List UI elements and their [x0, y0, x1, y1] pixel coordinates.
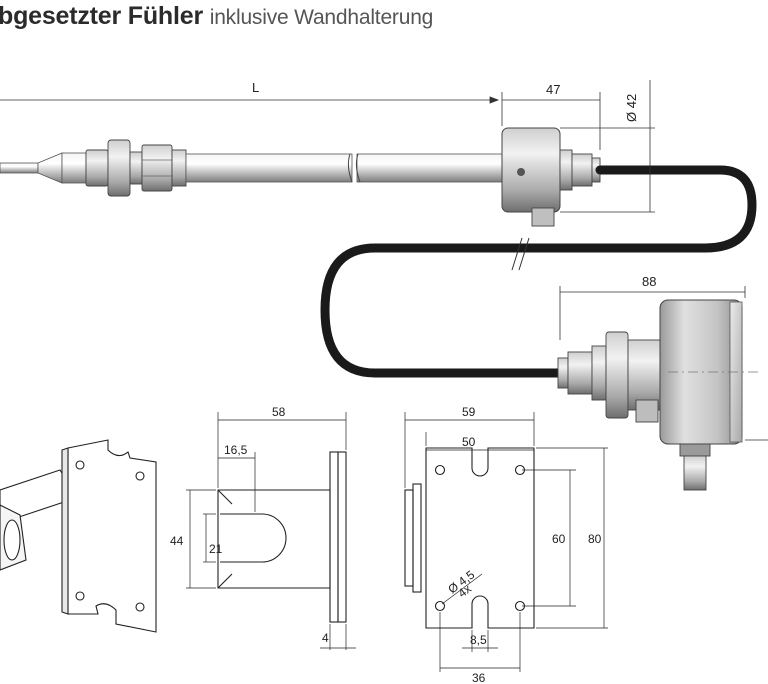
dim-bracket-thickness: 4	[322, 631, 329, 645]
bracket-isometric	[0, 439, 157, 633]
title-main: bgesetzter Fühler	[0, 2, 203, 30]
dim-transmitter-width: 88	[642, 274, 656, 289]
dim-base-width: 36	[472, 671, 486, 684]
dim-bracket-slot: 21	[209, 542, 223, 556]
bracket-front-view	[404, 412, 608, 672]
dim-bracket-offset: 16,5	[224, 443, 248, 457]
dim-length: L	[252, 80, 259, 95]
dim-slot-width: 8,5	[470, 633, 487, 647]
title-sub: inklusive Wandhalterung	[209, 6, 434, 29]
page-title: bgesetzter Fühler inklusive Wandhalterun…	[0, 2, 433, 31]
dim-bracket-height: 44	[170, 534, 184, 548]
cable	[320, 165, 757, 378]
dim-front-outer-width: 59	[462, 405, 476, 419]
dim-head-dia: Ø 42	[624, 94, 639, 122]
transmitter-housing	[557, 299, 760, 491]
dim-bracket-width: 58	[272, 405, 286, 419]
sensor-probe	[0, 127, 601, 227]
bracket-side-view	[186, 412, 356, 650]
dim-head-length: 47	[546, 82, 560, 97]
dim-hole-spacing: 60	[552, 532, 566, 546]
dim-front-outer-height: 80	[588, 532, 602, 546]
dim-front-inner-width: 50	[462, 435, 476, 449]
dimension-lines-top	[0, 80, 768, 441]
